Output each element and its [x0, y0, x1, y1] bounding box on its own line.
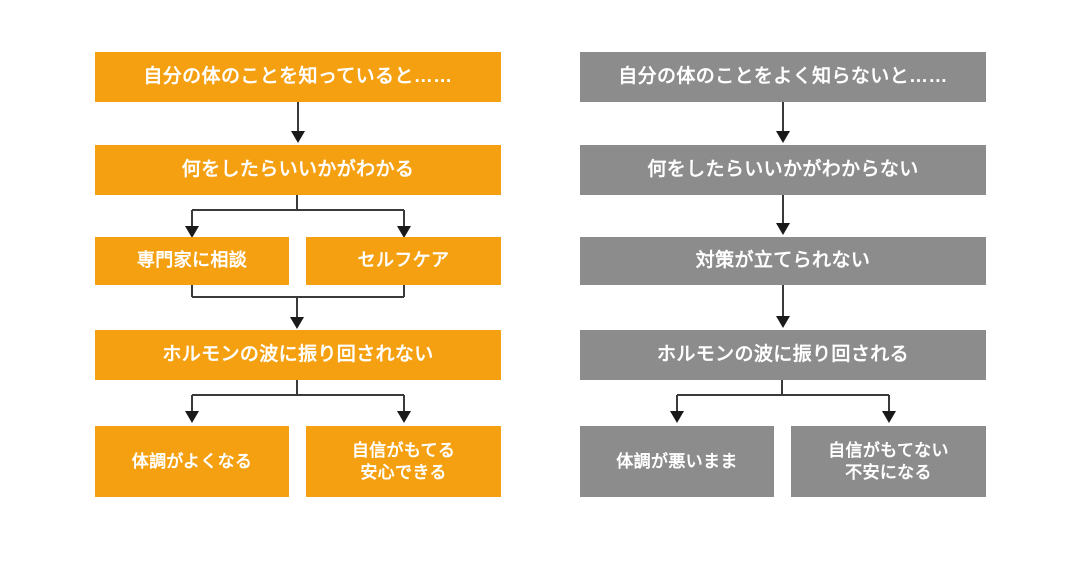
flow-node-feel-better[interactable]: 体調がよくなる	[95, 426, 289, 497]
flow-node-not-swayed-by-hormones[interactable]: ホルモンの波に振り回されない	[95, 330, 501, 380]
connector-fork-down	[183, 380, 413, 425]
flow-node-consult-specialist[interactable]: 専門家に相談	[95, 237, 289, 285]
flow-node-knows-what-to-do[interactable]: 何をしたらいいかがわかる	[95, 145, 501, 195]
connector-fork-down	[183, 195, 413, 240]
flow-node-dont-know-what-to-do[interactable]: 何をしたらいいかがわからない	[580, 145, 986, 195]
connector-arrow-down	[774, 195, 792, 237]
flow-node-no-confidence-anxious[interactable]: 自信がもてない 不安になる	[791, 426, 986, 497]
connector-fork-down	[668, 380, 898, 425]
flow-column-positive: 自分の体のことを知っていると…… 何をしたらいいかがわかる 専門家に相談 セルフ…	[95, 52, 501, 497]
flow-column-negative: 自分の体のことをよく知らないと…… 何をしたらいいかがわからない 対策が立てられ…	[540, 0, 1080, 561]
connector-arrow-down	[774, 102, 792, 145]
flow-node-swayed-by-hormones[interactable]: ホルモンの波に振り回される	[580, 330, 986, 380]
connector-merge-down	[183, 285, 413, 331]
flow-node-self-care[interactable]: セルフケア	[306, 237, 501, 285]
flow-node-premise-negative[interactable]: 自分の体のことをよく知らないと……	[580, 52, 986, 102]
connector-arrow-down	[774, 285, 792, 330]
connector-arrow-down	[289, 102, 307, 145]
flow-node-stay-unwell[interactable]: 体調が悪いまま	[580, 426, 774, 497]
flow-node-premise-positive[interactable]: 自分の体のことを知っていると……	[95, 52, 501, 102]
flow-node-cannot-make-plan[interactable]: 対策が立てられない	[580, 237, 986, 285]
flow-node-confident-reassured[interactable]: 自信がもてる 安心できる	[306, 426, 501, 497]
